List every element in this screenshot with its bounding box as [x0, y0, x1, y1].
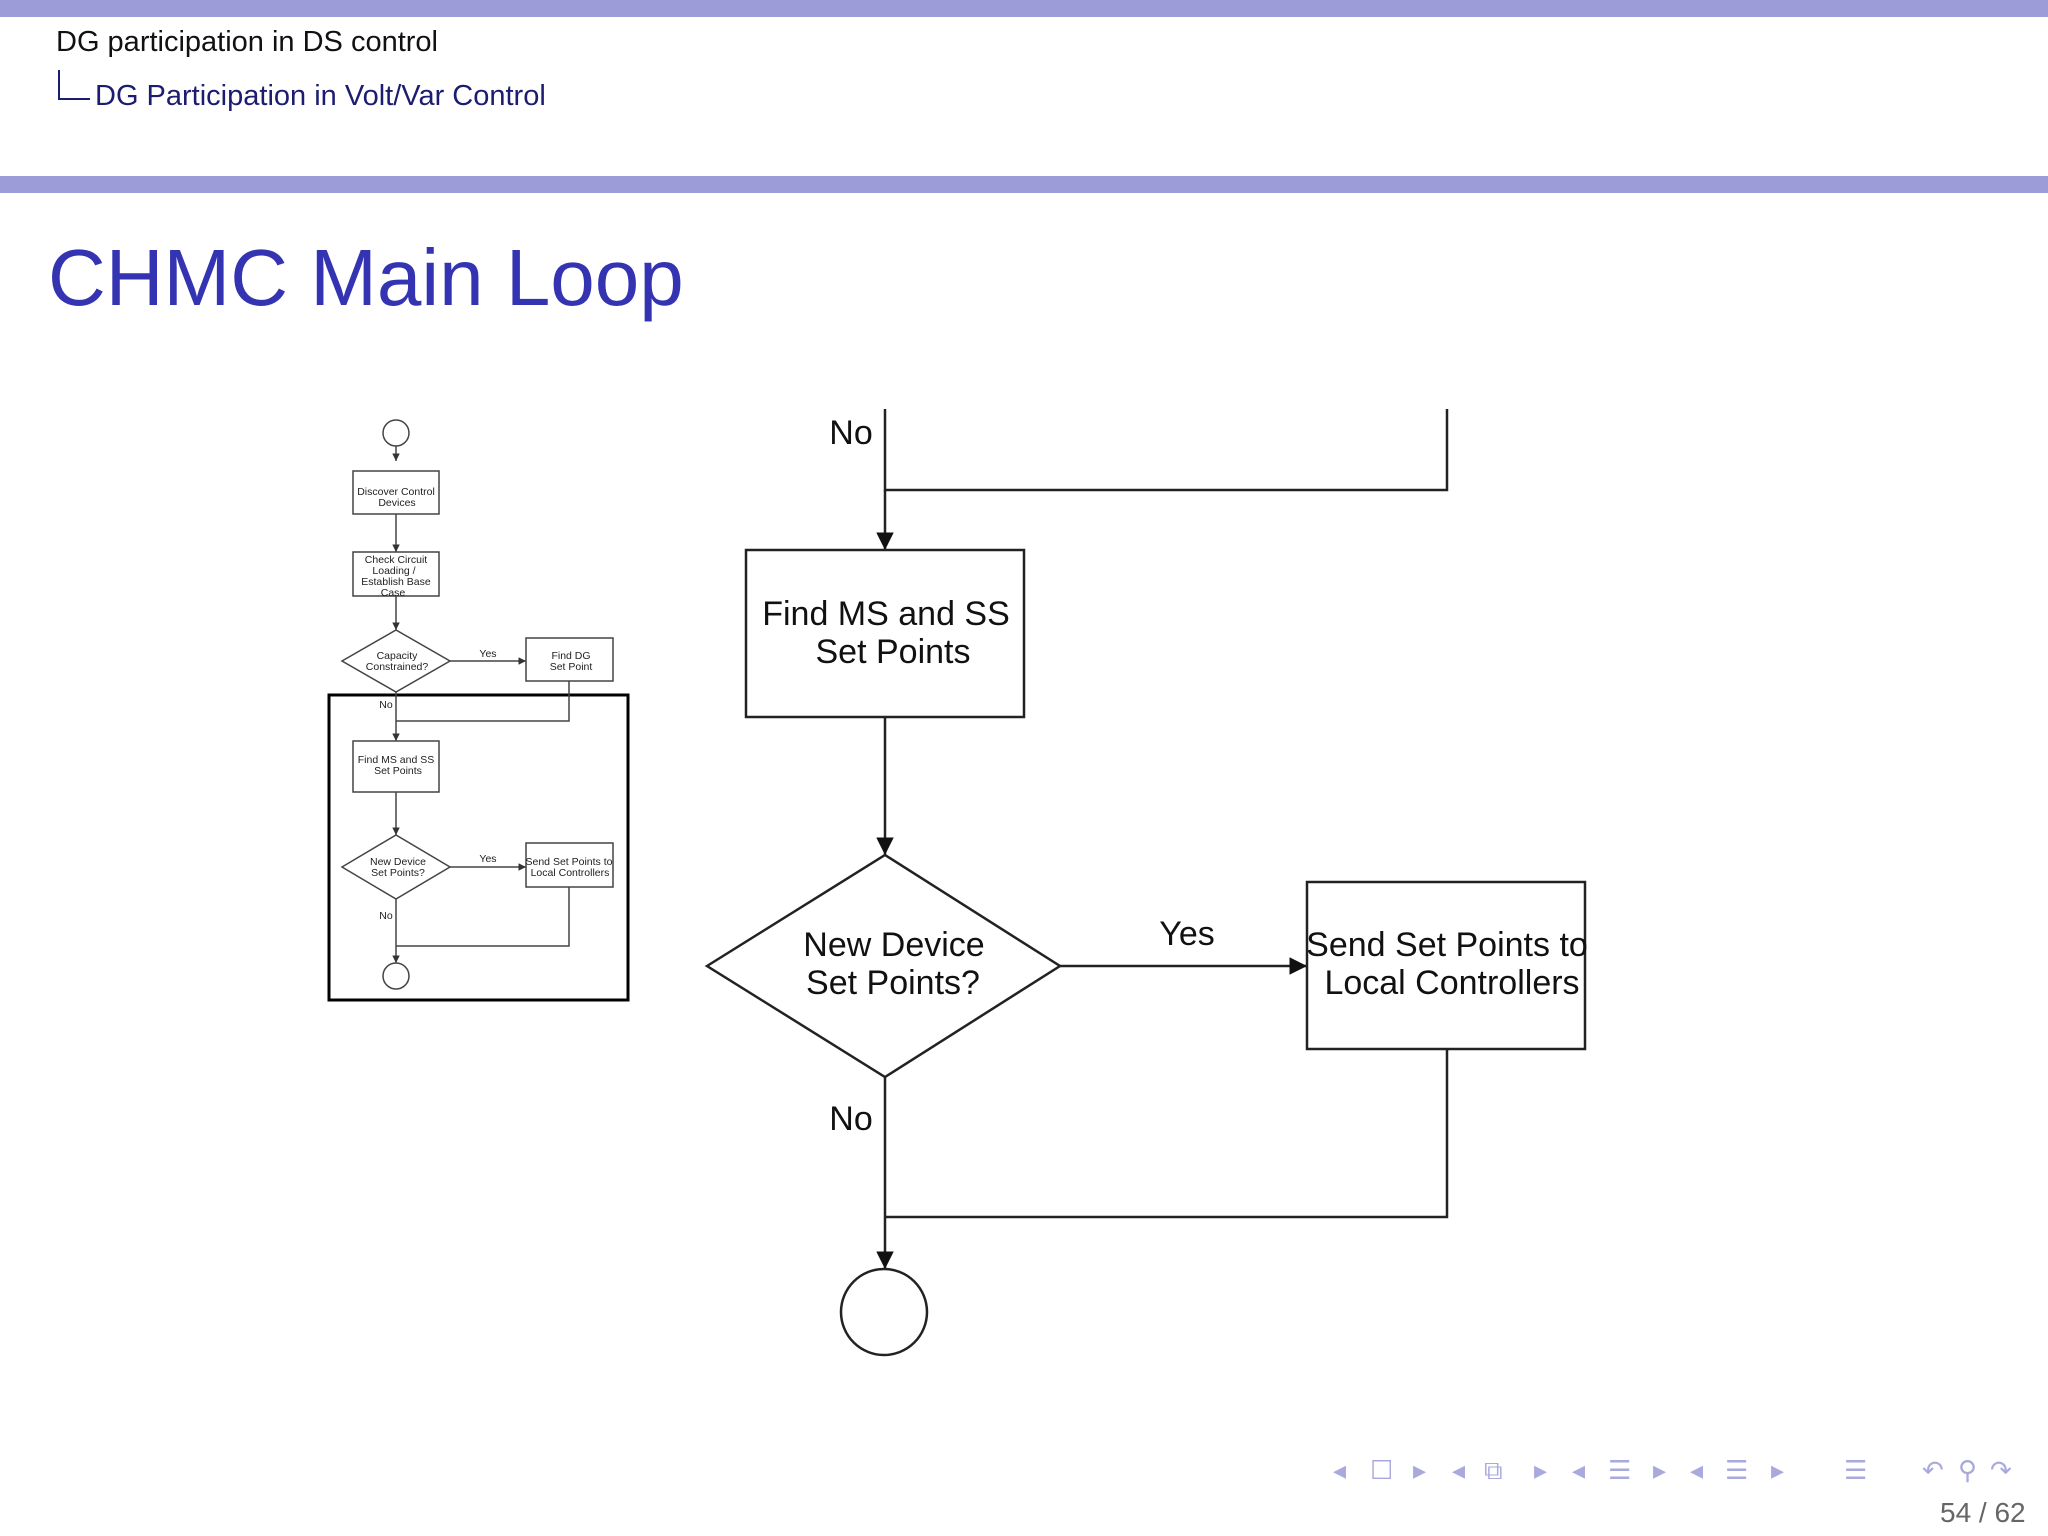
next-toc-icon[interactable]: ▸ — [1771, 1455, 1785, 1485]
end-node — [839, 1267, 929, 1357]
prev-subsection-icon[interactable]: ◂ — [1452, 1455, 1466, 1485]
svg-text:No: No — [379, 910, 393, 922]
no-label-small: No — [379, 699, 393, 711]
outline-icon[interactable]: ☰ — [1844, 1455, 1868, 1485]
slide-title: CHMC Main Loop — [48, 233, 684, 322]
prev-toc-icon[interactable]: ◂ — [1690, 1455, 1704, 1485]
svg-text:Yes: Yes — [479, 853, 496, 865]
redo-icon[interactable]: ↷ — [1990, 1455, 2012, 1485]
next-frame-icon[interactable]: ▸ — [1413, 1455, 1427, 1485]
small-flowchart — [327, 419, 630, 1002]
header-bar — [0, 176, 2048, 193]
page-number: 54 / 62 — [1940, 1497, 2026, 1528]
section-icon[interactable]: ☰ — [1608, 1455, 1632, 1485]
toc-icon[interactable]: ☰ — [1725, 1455, 1749, 1485]
prev-section-icon[interactable]: ◂ — [1572, 1455, 1586, 1485]
highlight-frame — [327, 693, 630, 1002]
no-label-top: No — [829, 414, 872, 452]
prev-frame-icon[interactable]: ◂ — [1333, 1455, 1347, 1485]
subsection-icon[interactable]: ⧉ — [1484, 1455, 1503, 1485]
undo-icon[interactable]: ↶ — [1922, 1455, 1944, 1485]
no-label-bottom: No — [829, 1100, 872, 1138]
start-node — [382, 419, 410, 447]
tree-connector — [58, 70, 90, 100]
large-flowchart — [704, 409, 1587, 1357]
yes-label-small: Yes — [479, 648, 496, 660]
yes-label: Yes — [1159, 915, 1214, 953]
top-bar — [0, 0, 2048, 17]
search-icon[interactable]: ⚲ — [1958, 1455, 1978, 1485]
frame-icon[interactable]: ☐ — [1370, 1455, 1394, 1485]
next-subsection-icon[interactable]: ▸ — [1534, 1455, 1548, 1485]
next-section-icon[interactable]: ▸ — [1653, 1455, 1667, 1485]
end-node-small — [382, 962, 410, 990]
section-title[interactable]: DG participation in DS control — [56, 26, 438, 58]
subsection-title[interactable]: DG Participation in Volt/Var Control — [95, 80, 546, 112]
